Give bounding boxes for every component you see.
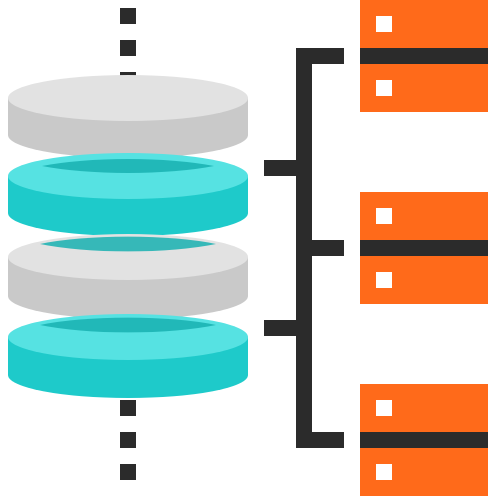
connector-link-lower xyxy=(264,320,304,336)
dot xyxy=(120,8,136,24)
overlap-shade xyxy=(40,317,216,333)
server-divider xyxy=(360,240,488,256)
server-light xyxy=(376,80,392,96)
server-rack-icon-middle xyxy=(360,192,488,304)
dot xyxy=(120,400,136,416)
overlap-shade xyxy=(40,236,216,252)
dot xyxy=(120,40,136,56)
db-disk-second xyxy=(8,153,248,236)
dotted-line-bottom xyxy=(120,400,136,480)
db-disk-third xyxy=(8,234,248,319)
server-rack-icon-top xyxy=(360,0,488,112)
server-light xyxy=(376,464,392,480)
server-divider xyxy=(360,432,488,448)
connector-bottom-arm xyxy=(296,432,344,448)
connector-link-upper xyxy=(264,160,304,176)
database-stack-icon xyxy=(8,75,248,398)
server-light xyxy=(376,400,392,416)
disk-top xyxy=(8,75,248,121)
server-light xyxy=(376,272,392,288)
server-rack-icon-bottom xyxy=(360,384,488,496)
dot xyxy=(120,432,136,448)
connector-top-arm xyxy=(296,48,344,64)
overlap-shade xyxy=(42,159,214,173)
connector-middle-arm xyxy=(296,240,344,256)
db-disk-top xyxy=(8,75,248,158)
db-disk-bottom xyxy=(8,314,248,398)
server-divider xyxy=(360,48,488,64)
server-light xyxy=(376,16,392,32)
server-light xyxy=(376,208,392,224)
connector-bracket xyxy=(264,48,344,448)
dot xyxy=(120,464,136,480)
